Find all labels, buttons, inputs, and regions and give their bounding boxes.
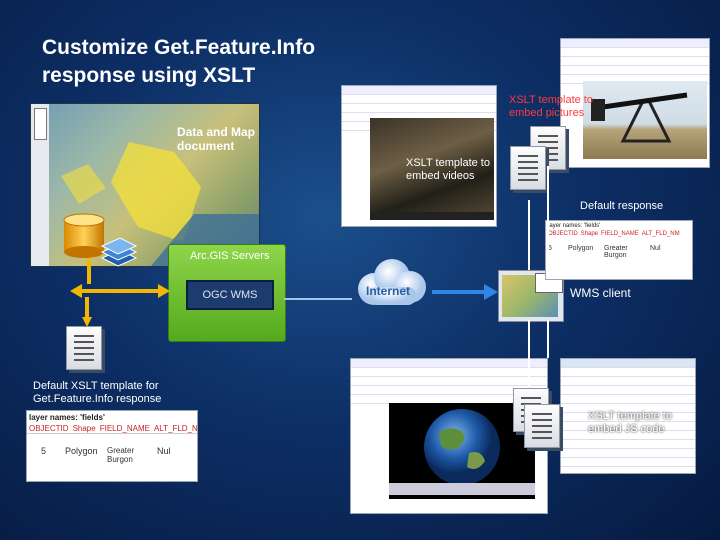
map-yellow-polygons-2	[61, 164, 106, 204]
default-response-headers: OBJECTID Shape FIELD_NAME ALT_FLD_NM	[546, 231, 692, 237]
xslt-videos-doc-icon	[510, 146, 546, 190]
arcgis-servers-label: Arc.GIS Servers	[190, 250, 270, 262]
globe-response-arrow	[547, 320, 549, 358]
js-popup-screenshot	[560, 358, 696, 474]
default-response-row: 5 Polygon Greater Burgon Nul	[546, 237, 692, 267]
xslt-js-line2: embed JS code	[588, 423, 665, 435]
data-map-document-line1: Data and Map	[177, 125, 256, 139]
slide-title: Customize Get.Feature.Info response usin…	[42, 34, 315, 90]
data-map-document-line2: document	[177, 139, 235, 153]
ogc-wms-service[interactable]: OGC WMS	[186, 280, 274, 310]
default-response-label: Default response	[580, 200, 664, 212]
wms-client-label: WMS client	[570, 286, 631, 300]
default-response-layer-name: layer names: 'fields'	[548, 223, 601, 229]
default-xslt-line2: Get.Feature.Info response	[33, 393, 162, 405]
js-response-arrow	[528, 320, 530, 388]
xslt-pictures-label: XSLT template to embed pictures	[509, 94, 593, 120]
xslt-js-doc-icon-front	[524, 404, 560, 448]
map-sidebar	[31, 104, 49, 266]
picture-popup-screenshot	[560, 38, 710, 168]
database-icon	[62, 213, 106, 259]
oil-pump-photo	[583, 81, 707, 159]
map-layers-icon	[98, 236, 138, 272]
header-shape: Shape	[580, 231, 599, 237]
xslt-js-label: XSLT template to embed JS code	[588, 410, 672, 436]
internet-label: Internet	[366, 284, 411, 298]
bottom-cell-shape: Polygon	[65, 446, 98, 456]
bottom-table-layer-name: layer names: 'fields'	[29, 413, 105, 422]
cell-objectid: 5	[548, 245, 552, 252]
cell-field-name: Greater Burgon	[604, 245, 628, 259]
default-xslt-label: Default XSLT template for Get.Feature.In…	[33, 380, 161, 406]
map-screenshot	[30, 103, 260, 267]
slide-title-line2: response using XSLT	[42, 64, 256, 87]
xslt-pictures-line2: embed pictures	[509, 107, 585, 119]
bottom-cell-alt-fld-nm: Nul	[157, 446, 171, 456]
bottom-cell-objectid: 5	[41, 446, 47, 456]
bottom-header-shape: Shape	[72, 424, 96, 433]
picture-response-arrow	[547, 166, 549, 270]
map-zoom-control[interactable]	[34, 108, 47, 140]
video-controls[interactable]	[370, 212, 494, 220]
yellow-arrow-db-to-server	[86, 258, 92, 284]
yellow-arrow-down	[82, 297, 92, 327]
internet-cloud	[352, 257, 432, 311]
header-alt-fld-nm: ALT_FLD_NM	[641, 231, 680, 237]
data-map-document-label: Data and Map document	[177, 125, 255, 153]
default-xslt-line1: Default XSLT template for	[33, 380, 159, 392]
bottom-cell-field-name: Greater Burgon	[107, 446, 135, 464]
cell-shape: Polygon	[568, 245, 594, 252]
default-response-arrow	[528, 200, 530, 270]
bottom-header-field-name: FIELD_NAME	[99, 424, 150, 433]
bottom-table-row: 5 Polygon Greater Burgon Nul	[27, 434, 197, 464]
bottom-header-alt-fld-nm: ALT_FLD_NM	[153, 424, 198, 433]
server-to-internet-arrow	[284, 290, 352, 300]
pumpjack-icon	[591, 92, 688, 143]
xslt-videos-line1: XSLT template to	[406, 157, 490, 169]
xslt-videos-line2: embed videos	[406, 170, 475, 182]
video-popup-screenshot	[341, 85, 497, 227]
xslt-js-line1: XSLT template to	[588, 410, 672, 422]
cell-alt-fld-nm: Nul	[650, 245, 661, 252]
internet-to-client-arrow	[432, 284, 498, 300]
xslt-pictures-line1: XSLT template to	[509, 94, 593, 106]
yellow-arrow-horizontal	[70, 284, 170, 298]
slide-title-line1: Customize Get.Feature.Info	[42, 36, 316, 59]
globe-popup-screenshot	[350, 358, 548, 514]
default-xslt-doc-icon	[66, 326, 102, 370]
js-popup-table	[561, 359, 695, 467]
video-frame[interactable]	[370, 118, 494, 214]
header-objectid: OBJECTID	[548, 231, 578, 237]
xslt-videos-label: XSLT template to embed videos	[406, 157, 490, 183]
globe-icon	[424, 409, 500, 485]
bottom-table-headers: OBJECTID Shape FIELD_NAME ALT_FLD_NM	[27, 424, 197, 434]
globe-controls[interactable]	[389, 483, 535, 495]
default-xslt-result-table: layer names: 'fields' OBJECTID Shape FIE…	[26, 410, 198, 482]
default-response-table: layer names: 'fields' OBJECTID Shape FIE…	[545, 220, 693, 280]
bottom-header-objectid: OBJECTID	[29, 424, 69, 433]
header-field-name: FIELD_NAME	[601, 231, 639, 237]
picture-popup-table	[561, 39, 709, 84]
